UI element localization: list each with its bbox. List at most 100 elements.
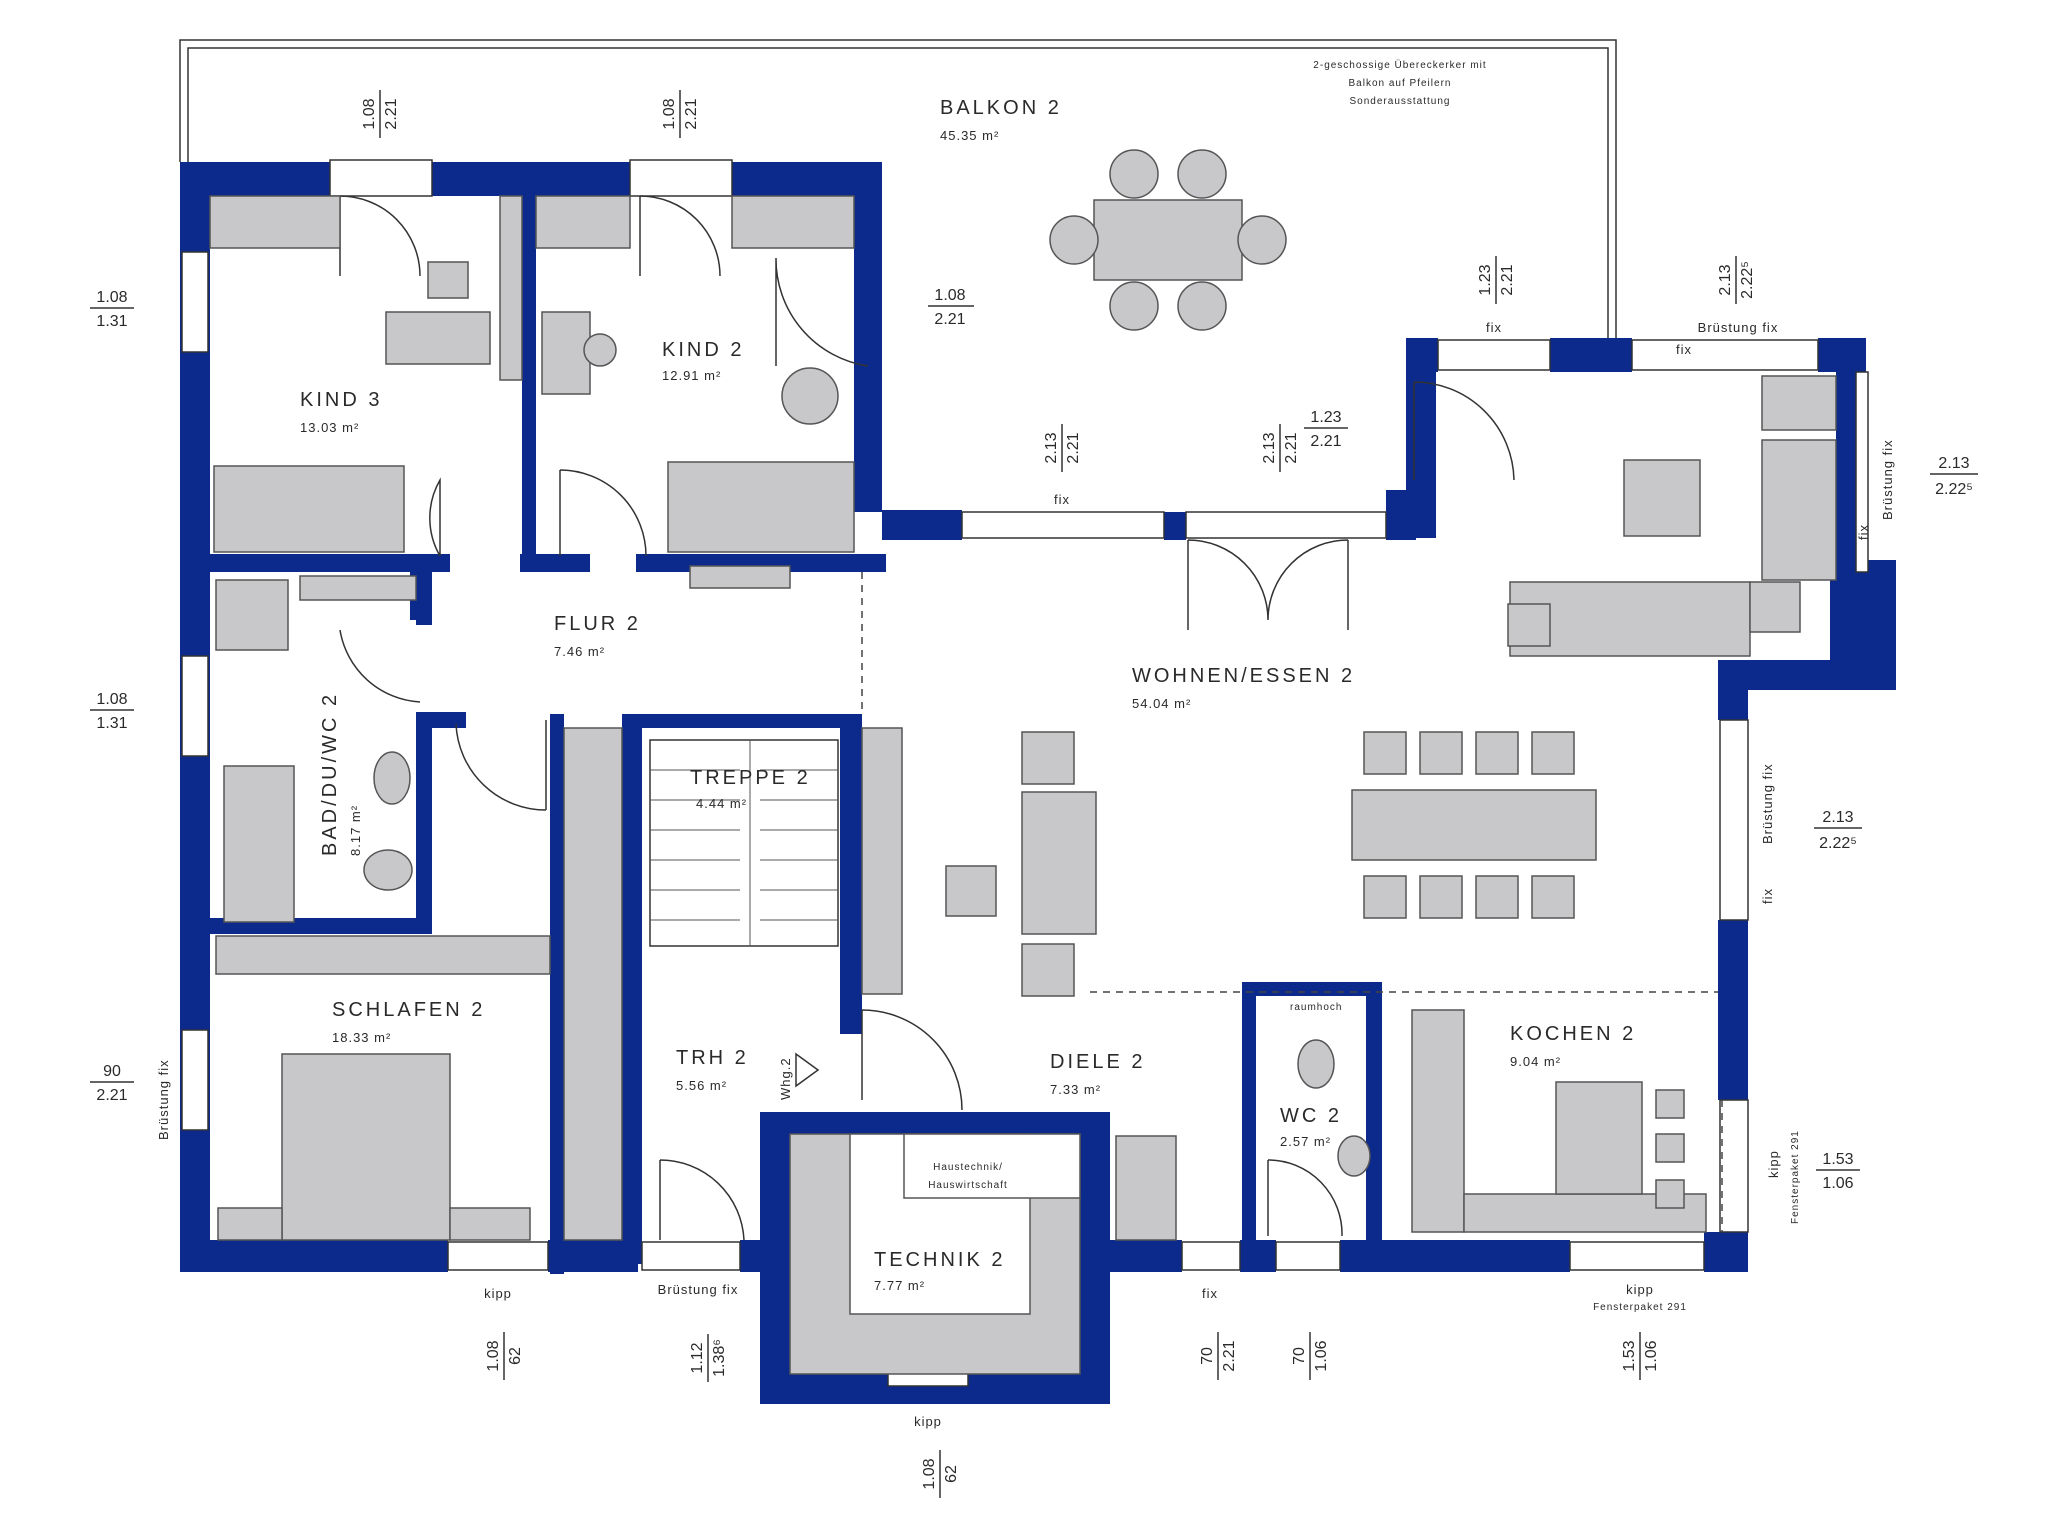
svg-text:2.13: 2.13 [1043, 432, 1060, 463]
dim-bottom-wc: 70 1.06 [1291, 1332, 1330, 1380]
dim-erker-right: 2.13 2.22⁵ [1930, 455, 1978, 498]
dim-living-1: 2.13 2.21 [1043, 424, 1082, 472]
svg-text:1.06: 1.06 [1822, 1175, 1853, 1192]
room-name-kind2: KIND 2 [662, 339, 744, 361]
svg-text:1.08: 1.08 [661, 98, 678, 129]
dim-bottom-kochen: 1.53 1.06 [1621, 1332, 1660, 1380]
svg-text:1.08: 1.08 [485, 1340, 502, 1371]
room-name-wc: WC 2 [1280, 1105, 1342, 1127]
svg-text:2.22⁵: 2.22⁵ [1819, 835, 1857, 852]
svg-text:2.21: 2.21 [1283, 432, 1300, 463]
svg-text:1.23: 1.23 [1477, 264, 1494, 295]
room-name-schlafen: SCHLAFEN 2 [332, 999, 485, 1021]
svg-text:2.13: 2.13 [1822, 809, 1853, 826]
svg-text:1.12: 1.12 [689, 1342, 706, 1373]
svg-text:1.08: 1.08 [921, 1458, 938, 1489]
dim-right-kochen: 1.53 1.06 [1816, 1151, 1860, 1192]
window-label-bruestung-erker-right: Brüstung fix [1880, 439, 1895, 520]
window-label-bruestung-bottom: Brüstung fix [658, 1282, 739, 1297]
svg-text:1.53: 1.53 [1621, 1340, 1638, 1371]
svg-text:62: 62 [507, 1347, 524, 1365]
room-area-treppe: 4.44 m² [696, 796, 747, 811]
svg-text:2.22⁵: 2.22⁵ [1739, 261, 1756, 299]
svg-text:1.38⁶: 1.38⁶ [711, 1339, 728, 1377]
room-area-kochen: 9.04 m² [1510, 1054, 1561, 1069]
room-name-wohnen: WOHNEN/ESSEN 2 [1132, 665, 1355, 687]
dim-bottom-trh: 1.12 1.38⁶ [689, 1334, 728, 1382]
room-area-wc: 2.57 m² [1280, 1134, 1331, 1149]
window-label-fix-living: fix [1054, 492, 1070, 507]
room-name-treppe: TREPPE 2 [690, 767, 811, 789]
svg-text:1.31: 1.31 [96, 313, 127, 330]
room-name-diele: DIELE 2 [1050, 1051, 1145, 1073]
room-name-kind3: KIND 3 [300, 389, 382, 411]
dim-left-kind3: 1.08 1.31 [90, 289, 134, 330]
svg-text:90: 90 [103, 1063, 121, 1080]
haustechnik-note-2: Hauswirtschaft [928, 1180, 1008, 1191]
dim-left-bad: 1.08 1.31 [90, 691, 134, 732]
window-label-kipp-bottom1: kipp [484, 1286, 512, 1301]
svg-text:2.13: 2.13 [1261, 432, 1278, 463]
svg-text:2.22⁵: 2.22⁵ [1935, 481, 1973, 498]
svg-text:2.21: 2.21 [1310, 433, 1341, 450]
plan-notes: 2-geschossige Übereckerker mit Balkon au… [778, 59, 1486, 1191]
room-area-diele: 7.33 m² [1050, 1082, 1101, 1097]
room-name-balkon: BALKON 2 [940, 97, 1062, 119]
room-name-flur: FLUR 2 [554, 613, 641, 635]
svg-text:1.08: 1.08 [361, 98, 378, 129]
svg-text:62: 62 [943, 1465, 960, 1483]
window-labels: fix fix Brüstung fix fix Brüstung fix fi… [156, 320, 1895, 1429]
window-label-kipp-kochen: kipp [1626, 1282, 1654, 1297]
window-label-fix-top2: fix [1676, 342, 1692, 357]
dim-bottom-technik: 1.08 62 [921, 1450, 960, 1498]
room-area-flur: 7.46 m² [554, 644, 605, 659]
balcony-outline [179, 39, 1617, 340]
room-name-technik: TECHNIK 2 [874, 1249, 1005, 1271]
svg-text:1.08: 1.08 [96, 289, 127, 306]
window-label-bruestung-left: Brüstung fix [156, 1059, 171, 1140]
haustechnik-note-1: Haustechnik/ [933, 1162, 1003, 1173]
window-label-fensterpaket-bottom: Fensterpaket 291 [1593, 1302, 1687, 1313]
dimensions: 1.08 2.21 1.08 2.21 1.23 2.21 2.13 2.22⁵… [90, 90, 1978, 1498]
window-label-fix-erker-right: fix [1856, 524, 1871, 540]
room-area-technik: 7.77 m² [874, 1278, 925, 1293]
window-label-fix-right: fix [1760, 888, 1775, 904]
room-area-bad: 8.17 m² [348, 805, 363, 856]
svg-text:1.06: 1.06 [1643, 1340, 1660, 1371]
svg-text:1.23: 1.23 [1310, 409, 1341, 426]
window-label-bruestung-right: Brüstung fix [1760, 763, 1775, 844]
dashed-openings [861, 572, 1723, 1232]
room-area-schlafen: 18.33 m² [332, 1030, 391, 1045]
erker-note-1: 2-geschossige Übereckerker mit [1313, 59, 1486, 71]
room-area-kind2: 12.91 m² [662, 368, 721, 383]
dim-bottom-diele: 70 2.21 [1199, 1332, 1238, 1380]
svg-text:1.08: 1.08 [96, 691, 127, 708]
dim-erker-top2: 2.13 2.22⁵ [1717, 256, 1756, 304]
windows [181, 159, 1869, 1387]
window-label-fix-top1: fix [1486, 320, 1502, 335]
svg-text:2.21: 2.21 [683, 98, 700, 129]
svg-text:2.21: 2.21 [96, 1087, 127, 1104]
room-labels: BALKON 2 45.35 m² KIND 3 13.03 m² KIND 2… [300, 97, 1633, 1293]
svg-text:2.21: 2.21 [1221, 1340, 1238, 1371]
svg-text:1.08: 1.08 [934, 287, 965, 304]
room-area-wohnen: 54.04 m² [1132, 696, 1191, 711]
dim-living-3: 1.23 2.21 [1304, 409, 1348, 450]
dim-right-mid: 2.13 2.22⁵ [1814, 809, 1862, 852]
raumhoch-label: raumhoch [1290, 1002, 1342, 1013]
svg-text:1.53: 1.53 [1822, 1151, 1853, 1168]
svg-text:70: 70 [1291, 1347, 1308, 1365]
room-name-bad: BAD/DU/WC 2 [319, 692, 341, 856]
room-area-trh: 5.56 m² [676, 1078, 727, 1093]
dim-top-kind3: 1.08 2.21 [361, 90, 400, 138]
entrance-arrow-icon [795, 1052, 820, 1088]
dim-left-schlafen: 90 2.21 [90, 1063, 134, 1104]
dim-top-kind2: 1.08 2.21 [661, 90, 700, 138]
window-label-kipp-technik: kipp [914, 1414, 942, 1429]
room-area-balkon: 45.35 m² [940, 128, 999, 143]
furniture [209, 149, 1837, 1375]
erker-note-3: Sonderausstattung [1350, 96, 1451, 107]
window-label-bruestung-top: Brüstung fix [1698, 320, 1779, 335]
svg-text:2.21: 2.21 [383, 98, 400, 129]
